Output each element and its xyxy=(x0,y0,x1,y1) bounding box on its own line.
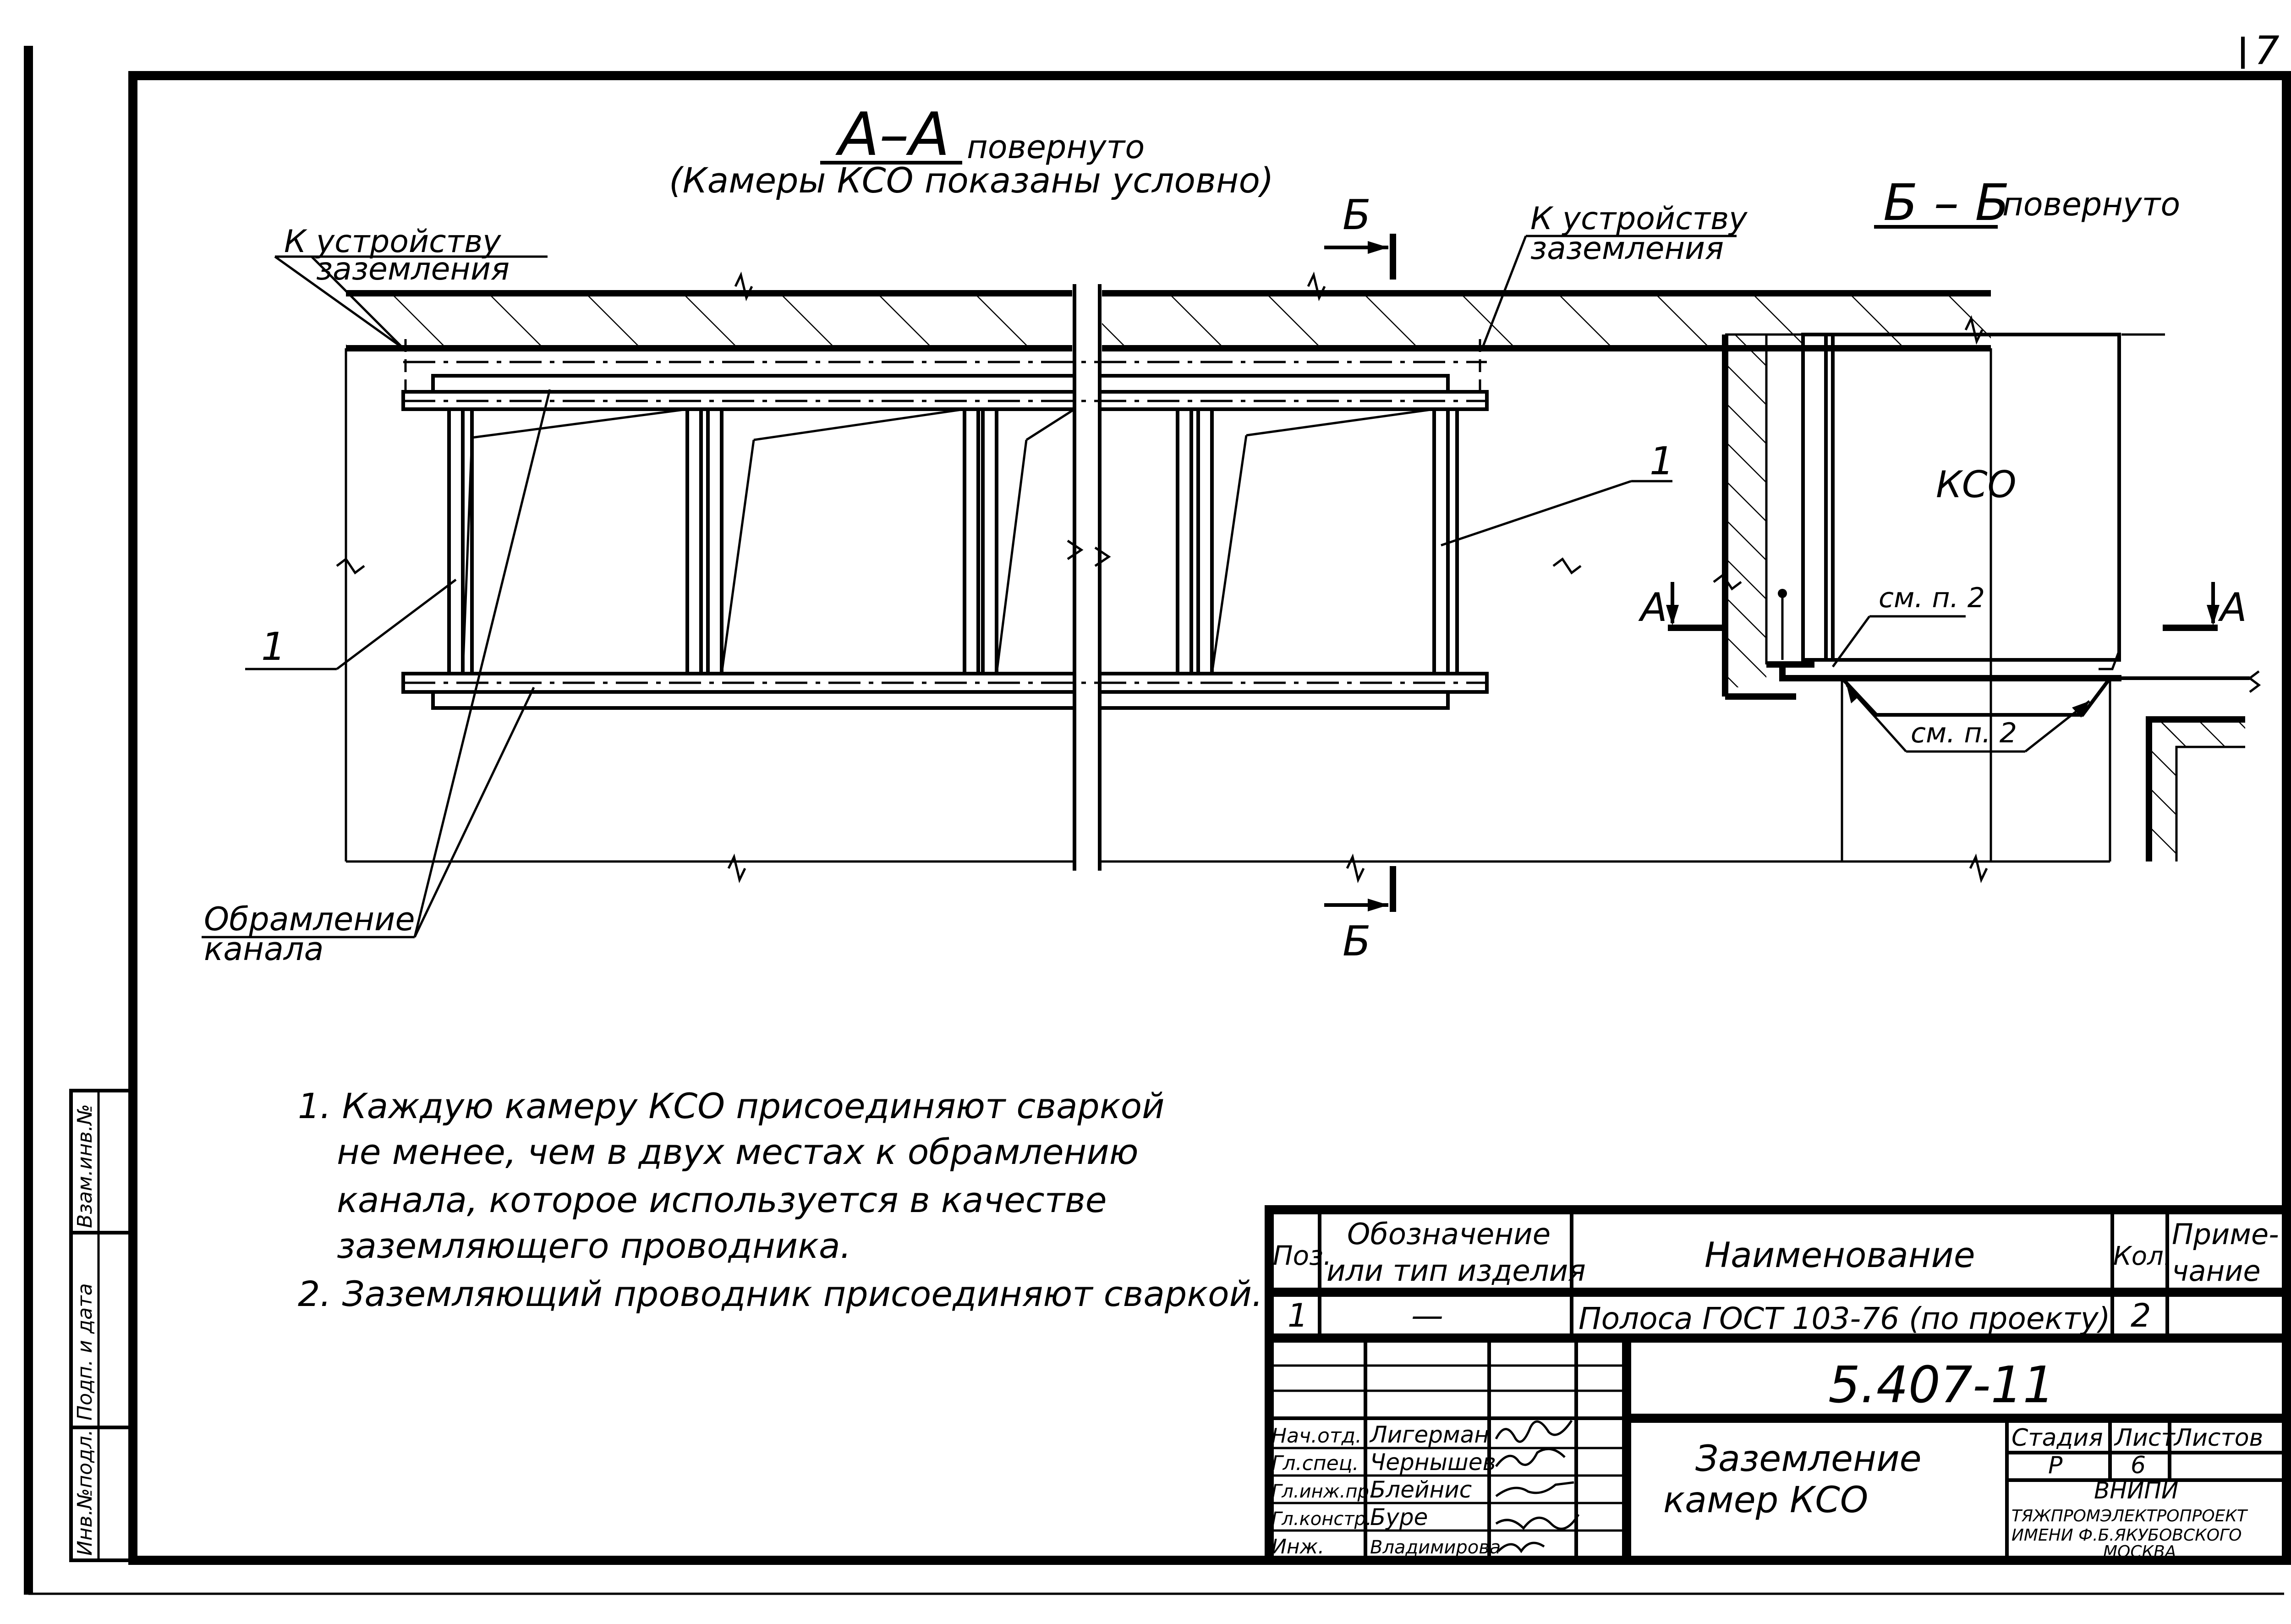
grounding-label-right: К устройству заземления xyxy=(1481,201,1748,349)
doc-number: 5.407-11 xyxy=(1828,1355,2055,1414)
sheet-frame: 7 xyxy=(24,28,2291,1595)
section-bb-view: Б – Б повернуто КСО xyxy=(1638,173,2261,883)
grounding-label-left: К устройству заземления xyxy=(274,224,548,350)
sig-name-1: Лигерман xyxy=(1369,1421,1489,1448)
sheet-label: Лист xyxy=(2114,1424,2176,1452)
frame-label-line1: Обрамление xyxy=(204,900,415,938)
title-line-1: Заземление xyxy=(1695,1438,1922,1480)
see-note-2-upper-text: см. п. 2 xyxy=(1879,582,1985,614)
sig-role-2: Гл.спец. xyxy=(1272,1452,1359,1475)
cut-label-a-left: А xyxy=(1638,585,1667,631)
spec-row-pos: 1 xyxy=(1288,1297,1308,1334)
org-line-3: ИМЕНИ Ф.Б.ЯКУБОВСКОГО xyxy=(2011,1526,2242,1545)
position-1-left-number: 1 xyxy=(261,624,285,669)
wall-hatch xyxy=(1725,335,1766,687)
section-aa-title: А–А xyxy=(835,99,950,169)
cut-label-b-bottom: Б xyxy=(1343,917,1371,966)
section-bb-title: Б – Б xyxy=(1883,173,2010,232)
note-line-4: заземляющего проводника. xyxy=(337,1225,851,1266)
spec-header-note-2: чание xyxy=(2172,1254,2261,1288)
sig-role-1: Нач.отд. xyxy=(1272,1424,1362,1448)
title-block: Нач.отд. Лигерман Гл.спец. Чернышев Гл.и… xyxy=(1265,1333,2291,1565)
notes: 1. Каждую камеру КСО присоединяют сварко… xyxy=(298,1086,1263,1314)
cut-label-a-right: А xyxy=(2218,585,2247,631)
see-note-2-upper: см. п. 2 xyxy=(1831,582,1985,668)
position-1-left: 1 xyxy=(245,579,457,670)
stage-label: Стадия xyxy=(2011,1424,2103,1452)
sig-name-2: Чернышев xyxy=(1370,1449,1496,1476)
frame-label: Обрамление канала xyxy=(202,389,551,968)
handwritten-signatures xyxy=(1495,1420,1580,1553)
see-note-2-lower: см. п. 2 xyxy=(1846,684,2090,753)
org-line-4: МОСКВА xyxy=(2103,1542,2176,1561)
spec-header-designation-1: Обозначение xyxy=(1347,1218,1551,1251)
position-1-right-number: 1 xyxy=(1650,439,1674,483)
sig-role-3: Гл.инж.пр. xyxy=(1272,1481,1375,1502)
section-cut-a-right: А xyxy=(2163,582,2247,631)
side-stamp-sign-date: Подп. и дата xyxy=(73,1283,97,1421)
side-stamp: Инв.№подл. Подп. и дата Взам.инв.№ xyxy=(69,1089,135,1562)
foundation-hatch-vert xyxy=(2149,719,2176,861)
spec-row-designation: — xyxy=(1411,1297,1443,1334)
spec-header-designation-2: или тип изделия xyxy=(1326,1254,1586,1288)
grounding-left-line1: К устройству xyxy=(284,224,501,260)
note-line-1: 1. Каждую камеру КСО присоединяют сварко… xyxy=(298,1086,1165,1126)
spec-header-note-1: Приме- xyxy=(2172,1218,2279,1251)
spec-header-name: Наименование xyxy=(1705,1234,1975,1275)
position-1-right: 1 xyxy=(1441,439,1674,547)
section-cut-b-bottom: Б xyxy=(1324,866,1396,966)
spec-header-qty: Кол. xyxy=(2113,1241,2172,1271)
kso-chamber-posts xyxy=(447,407,1459,675)
note-line-3: канала, которое используется в качестве xyxy=(337,1180,1107,1220)
stage-value: Р xyxy=(2048,1452,2063,1479)
kso-label: КСО xyxy=(1936,463,2017,506)
note-line-5: 2. Заземляющий проводник присоединяют св… xyxy=(298,1273,1263,1314)
sig-name-5: Владимирова xyxy=(1370,1537,1501,1558)
sig-name-3: Блейнис xyxy=(1370,1476,1472,1503)
side-stamp-vzam-inv: Взам.инв.№ xyxy=(73,1104,97,1228)
section-cut-b-top: Б xyxy=(1324,191,1396,280)
spec-row-name: Полоса ГОСТ 103-76 (по проекту) xyxy=(1578,1301,2110,1336)
side-stamp-inv-podl: Инв.№подл. xyxy=(73,1429,97,1556)
section-bb-suffix: повернуто xyxy=(2002,186,2180,223)
sig-name-4: Буре xyxy=(1370,1504,1428,1531)
sig-role-4: Гл.констр. xyxy=(1272,1509,1372,1530)
section-aa-view: А–А повернуто (Камеры КСО показаны услов… xyxy=(202,99,1992,968)
spec-header-pos: Поз. xyxy=(1273,1240,1332,1271)
sheets-label: Листов xyxy=(2173,1424,2263,1452)
sheet-value: 6 xyxy=(2131,1452,2146,1479)
frame-label-line2: канала xyxy=(204,930,323,968)
section-cut-a-left: А xyxy=(1638,582,1723,631)
grounding-right-line1: К устройству xyxy=(1530,201,1748,237)
cut-label-b-top: Б xyxy=(1343,191,1371,239)
see-note-2-lower-text: см. п. 2 xyxy=(1911,717,2017,749)
spec-row-qty: 2 xyxy=(2131,1297,2151,1334)
sig-role-5: Инж. xyxy=(1272,1535,1324,1558)
slab-hatch-left xyxy=(346,293,1072,348)
org-line-2: ТЯЖПРОМЭЛЕКТРОПРОЕКТ xyxy=(2011,1507,2248,1525)
section-aa-suffix: повернуто xyxy=(967,128,1145,166)
section-aa-subtitle: (Камеры КСО показаны условно) xyxy=(669,160,1274,201)
slab-hatch-right xyxy=(1102,293,1991,348)
note-line-2: не менее, чем в двух местах к обрамлению xyxy=(337,1131,1139,1172)
sheet-corner-number: 7 xyxy=(2254,28,2280,74)
spec-table: Поз. Обозначение или тип изделия Наимено… xyxy=(1265,1205,2291,1343)
title-line-2: камер КСО xyxy=(1663,1480,1868,1521)
org-line-1: ВНИПИ xyxy=(2094,1477,2178,1504)
